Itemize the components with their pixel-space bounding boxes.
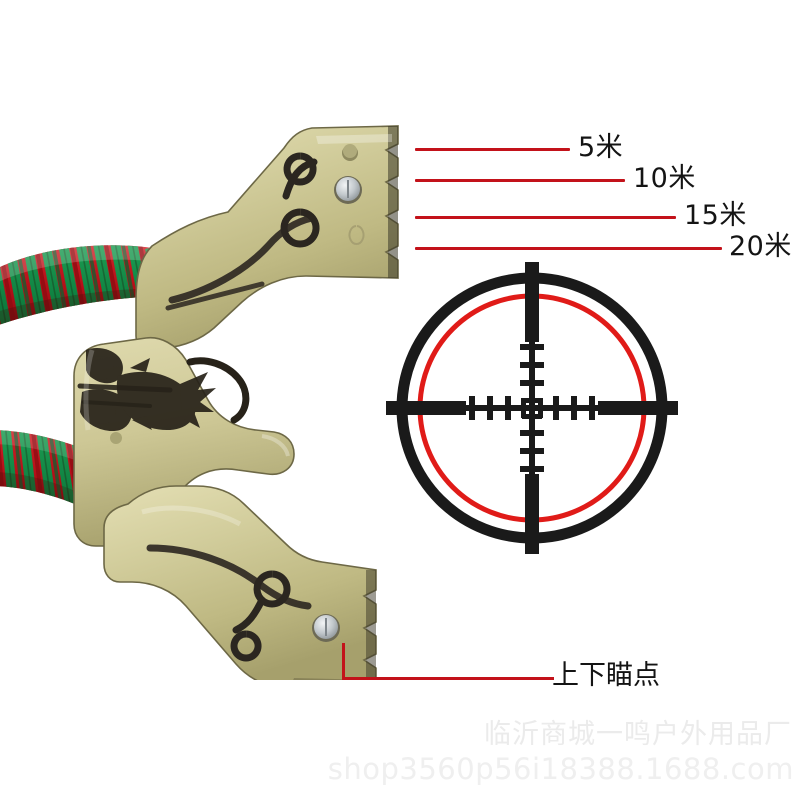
watermark-company: 临沂商城一鸣户外用品厂 xyxy=(484,719,792,750)
aimpoint-label: 上下瞄点 xyxy=(552,660,660,691)
aimpoint-callout-leader xyxy=(342,643,562,683)
range-line-5m xyxy=(415,148,570,151)
screw-lower xyxy=(312,614,340,642)
range-line-20m xyxy=(415,247,722,250)
slingshot-handle xyxy=(73,336,295,547)
aimpoint-leader-horizontal xyxy=(342,677,554,680)
watermark-url: shop3560p56i18388.1688.com xyxy=(327,752,794,786)
range-line-15m xyxy=(415,216,676,219)
range-label-10m: 10米 xyxy=(633,163,696,194)
range-label-5m: 5米 xyxy=(578,132,624,163)
slingshot-photo xyxy=(0,100,420,680)
fork-arm-upper xyxy=(135,125,399,351)
scope-reticle-icon xyxy=(382,258,682,558)
range-label-15m: 15米 xyxy=(684,200,747,231)
reticle-crosshair xyxy=(382,258,682,558)
aimpoint-leader-vertical xyxy=(342,643,345,680)
range-label-20m: 20米 xyxy=(729,231,792,262)
fork-arm-lower xyxy=(103,485,377,680)
screw-upper xyxy=(334,176,362,204)
range-line-10m xyxy=(415,179,625,182)
